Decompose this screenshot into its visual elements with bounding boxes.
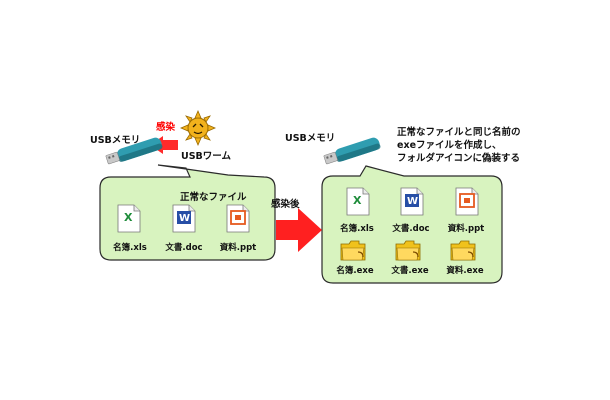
right-folder-icon-1 xyxy=(340,240,366,261)
right-description-line-3: フォルダアイコンに偽装する xyxy=(397,153,521,164)
svg-text:X: X xyxy=(353,194,362,207)
left-file-label-1: 名簿.xls xyxy=(113,243,147,253)
after-infection-arrow xyxy=(276,208,322,252)
right-file-label-1: 名簿.xls xyxy=(340,224,374,234)
right-file-label-3: 資料.ppt xyxy=(447,224,485,234)
left-excel-icon: X xyxy=(117,204,141,233)
right-exe-label-1: 名簿.exe xyxy=(336,266,374,276)
usb-worm-label: USBワーム xyxy=(181,151,232,162)
svg-text:W: W xyxy=(179,213,190,224)
usb-stick-left xyxy=(105,137,163,165)
usb-stick-right xyxy=(323,137,381,165)
right-file-label-2: 文書.doc xyxy=(392,224,430,234)
left-file-label-2: 文書.doc xyxy=(165,243,203,253)
left-bubble-title: 正常なファイル xyxy=(180,192,247,203)
infection-label: 感染 xyxy=(156,122,176,133)
right-exe-label-3: 資料.exe xyxy=(446,266,484,276)
left-usb-label: USBメモリ xyxy=(90,135,141,146)
right-exe-label-2: 文書.exe xyxy=(391,266,429,276)
right-word-icon: W xyxy=(400,187,424,216)
right-excel-icon: X xyxy=(346,187,370,216)
left-powerpoint-icon xyxy=(226,204,250,233)
right-folder-icon-3 xyxy=(450,240,476,261)
right-description-line-2: exeファイルを作成し、 xyxy=(397,140,502,151)
after-infection-label: 感染後 xyxy=(271,199,300,210)
left-file-label-3: 資料.ppt xyxy=(219,243,257,253)
right-usb-label: USBメモリ xyxy=(285,133,336,144)
right-folder-icon-2 xyxy=(395,240,421,261)
svg-text:W: W xyxy=(407,196,418,207)
right-description-line-1: 正常なファイルと同じ名前の xyxy=(397,127,521,138)
svg-text:X: X xyxy=(124,211,133,224)
right-powerpoint-icon xyxy=(455,187,479,216)
usb-worm-icon xyxy=(179,109,217,147)
left-word-icon: W xyxy=(172,204,196,233)
